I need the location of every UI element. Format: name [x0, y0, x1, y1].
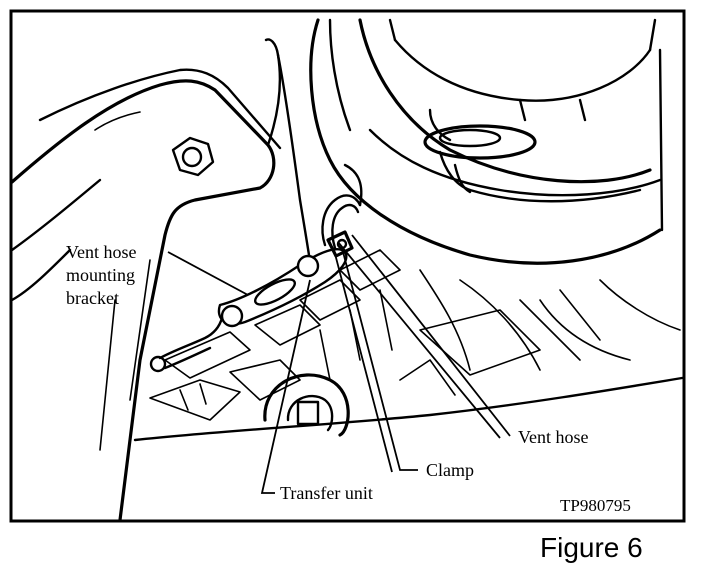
frame-member: [10, 38, 314, 522]
transmission-cover: [309, 18, 664, 265]
leader-lines: [167, 234, 511, 494]
label-bracket-line2: mounting: [66, 265, 135, 285]
reference-code: TP980795: [560, 496, 631, 515]
label-bracket-line3: bracket: [66, 288, 119, 308]
figure-border: [9, 9, 686, 523]
bracket-bolt: [171, 136, 215, 177]
vent-hose-bracket: [149, 248, 348, 373]
transmission-housing: [133, 249, 684, 442]
label-bracket-line1: Vent hose: [66, 242, 137, 262]
label-vent-hose: Vent hose: [518, 427, 589, 447]
figure-caption: Figure 6: [540, 532, 643, 563]
label-clamp: Clamp: [426, 460, 474, 480]
label-transfer-unit: Transfer unit: [280, 483, 373, 503]
